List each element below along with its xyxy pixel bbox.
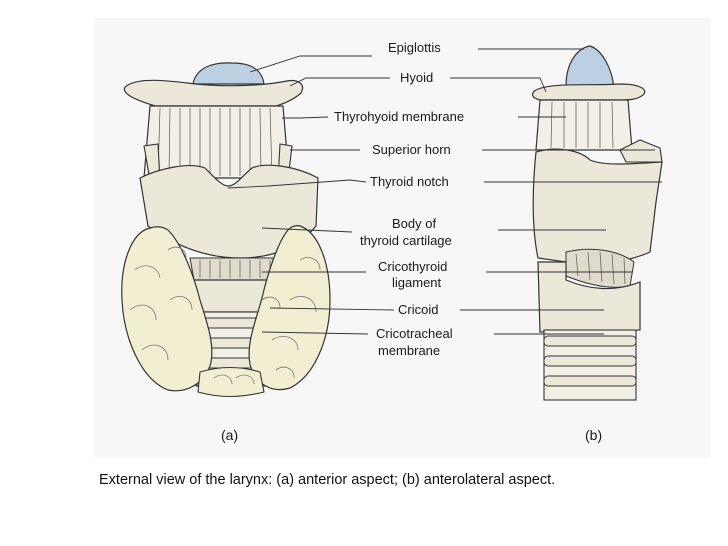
hyoid-b	[531, 83, 646, 101]
label-thyrohyoid-membrane: Thyrohyoid membrane	[334, 109, 464, 124]
epiglottis-a	[192, 62, 265, 85]
label-thyroid-notch: Thyroid notch	[370, 174, 449, 189]
label-superior-horn: Superior horn	[372, 142, 451, 157]
label-cricotracheal-line1: Cricotracheal	[376, 326, 453, 341]
anterior-view	[121, 62, 331, 397]
label-cricoid: Cricoid	[398, 302, 438, 317]
thyroid-gland-right-lobe	[248, 225, 331, 391]
thyroid-gland-isthmus	[197, 366, 265, 397]
thyroid-cartilage-a	[139, 164, 319, 259]
label-body-of-line2: thyroid cartilage	[360, 233, 452, 248]
superior-horn-b	[619, 139, 663, 163]
gland-lobulation	[129, 246, 321, 385]
labels: Epiglottis Hyoid Thyrohyoid membrane Sup…	[334, 40, 464, 358]
membrane-striations-b	[550, 101, 614, 149]
panel-label-a: (a)	[221, 427, 238, 443]
anterolateral-view	[531, 45, 663, 401]
thyrohyoid-membrane-b	[535, 99, 633, 151]
label-body-of-line1: Body of	[392, 216, 436, 231]
label-hyoid: Hyoid	[400, 70, 433, 85]
cricoid-b	[537, 261, 641, 333]
ligament-striations-b	[575, 251, 626, 285]
thyroid-gland-left-lobe	[121, 226, 213, 392]
label-cricotracheal-line2: membrane	[378, 343, 440, 358]
label-cricothyroid-line2: ligament	[392, 275, 442, 290]
label-cricothyroid-line1: Cricothyroid	[378, 259, 447, 274]
leader-lines	[227, 48, 662, 335]
label-epiglottis: Epiglottis	[388, 40, 441, 55]
figure-caption: External view of the larynx: (a) anterio…	[99, 472, 556, 488]
hyoid-a	[123, 79, 304, 107]
thyroid-cartilage-b	[532, 148, 663, 265]
panel-label-b: (b)	[585, 427, 602, 443]
epiglottis-b	[565, 45, 615, 89]
trachea-b	[543, 329, 637, 401]
